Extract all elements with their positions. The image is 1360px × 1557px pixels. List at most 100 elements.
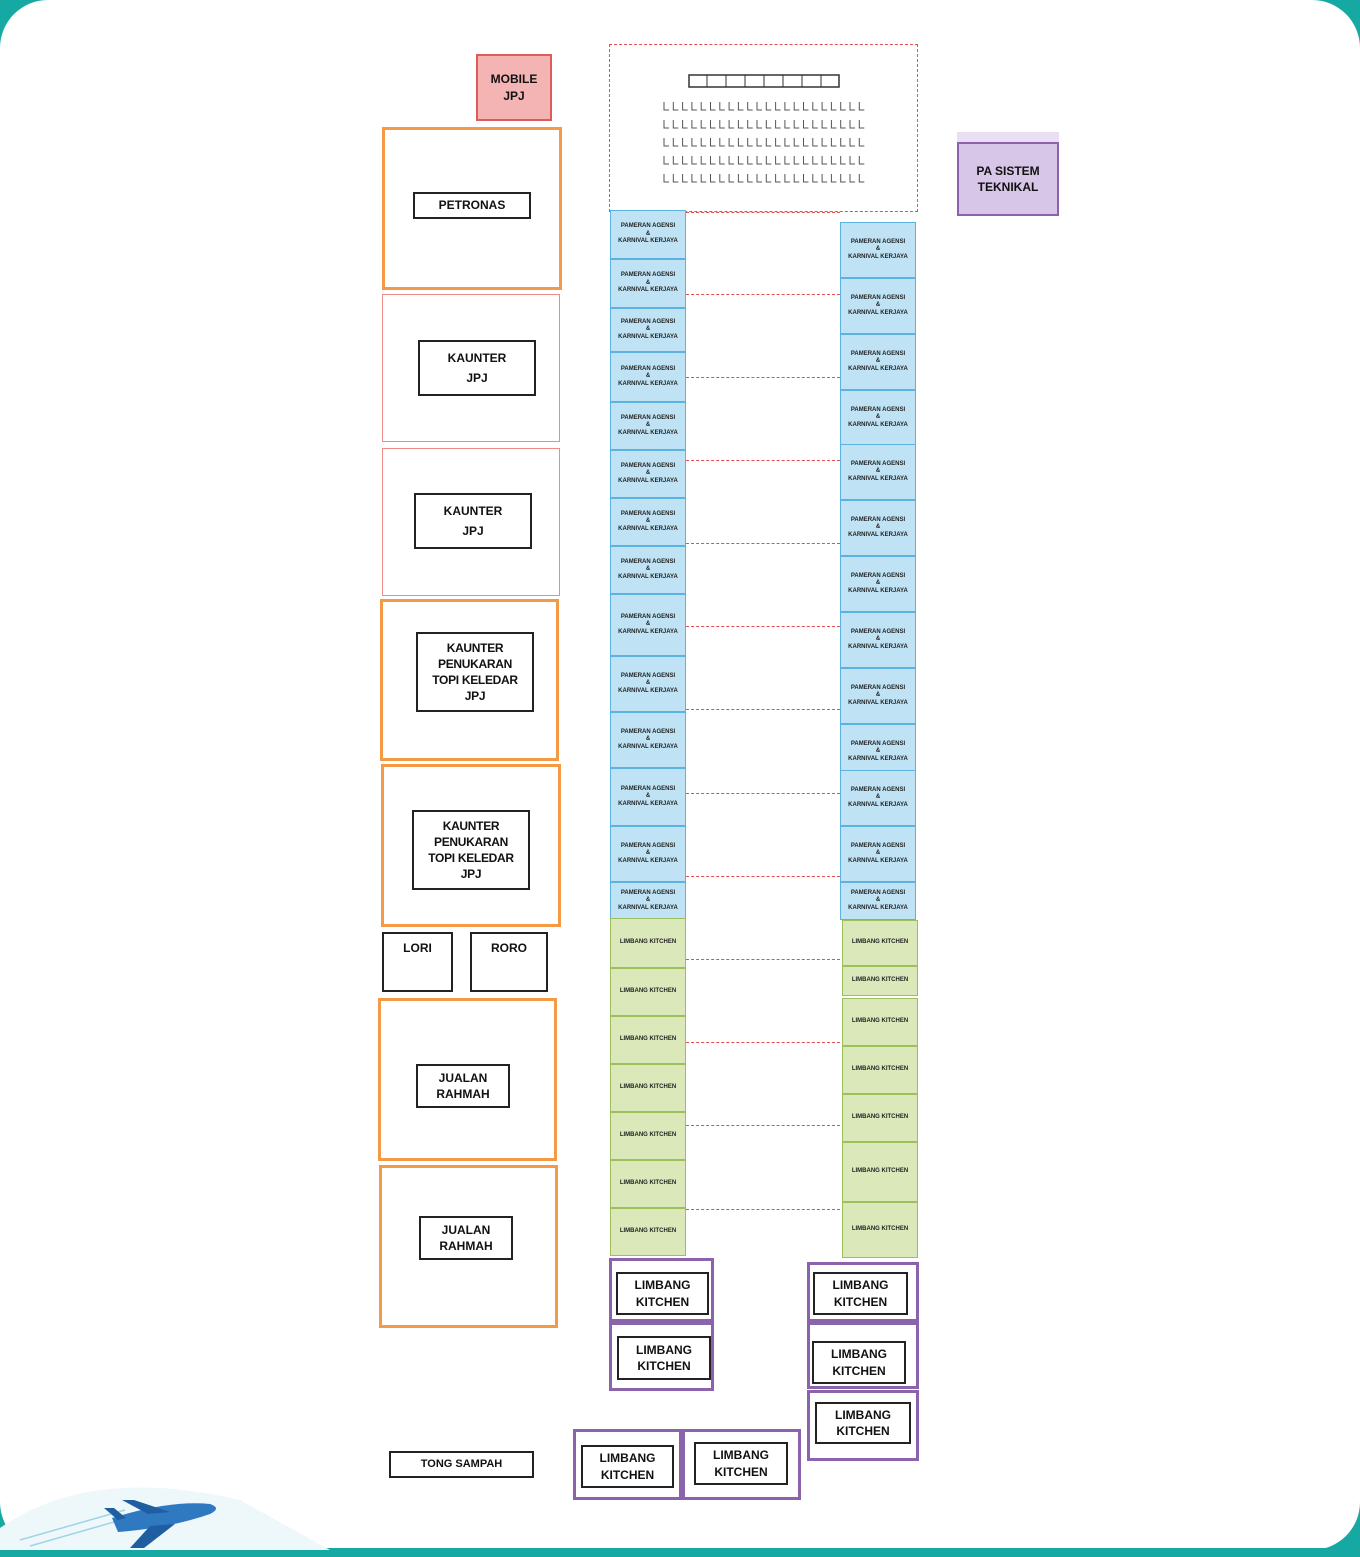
stall-kitchen-right: LIMBANG KITCHEN [842,920,918,966]
seat-mark [849,174,855,183]
stall-kitchen-right: LIMBANG KITCHEN [842,1142,918,1202]
seat-mark [765,138,772,147]
seat-mark [672,120,679,129]
seat-mark [858,120,865,129]
seat-mark [821,138,828,147]
stall-agensi-left: PAMERAN AGENSI & KARNIVAL KERJAYA [610,594,686,656]
seat-mark [728,120,735,129]
seat-mark [710,138,716,147]
seat-mark [672,174,679,183]
seat-mark [710,120,716,129]
seat-mark [710,102,716,111]
kitchen-zone-r3 [807,1390,919,1461]
seat-mark [682,120,688,129]
seat-mark [747,174,753,183]
seat-mark [803,174,809,183]
seat-mark [849,120,855,129]
connector-line [686,460,840,461]
kitchen-label-l2: LIMBANG KITCHEN [617,1336,711,1380]
stall-agensi-left: PAMERAN AGENSI & KARNIVAL KERJAYA [610,768,686,826]
seat-mark [672,138,679,147]
seat-mark [858,156,865,165]
seat-mark [793,174,800,183]
kitchen-zone-l2 [609,1322,714,1391]
seat-mark [849,102,855,111]
seat-mark [812,174,818,183]
kaunter-jpj-zone-1 [382,294,560,442]
seat-mark [756,120,762,129]
seat-mark [691,156,697,165]
seat-mark [858,138,865,147]
seat-mark [719,120,725,129]
seat-mark [840,138,846,147]
stall-kitchen-left: LIMBANG KITCHEN [610,1064,686,1112]
kitchen-zone-b1 [573,1429,682,1500]
seat-mark [663,156,669,165]
seat-mark [784,156,790,165]
stall-agensi-left: PAMERAN AGENSI & KARNIVAL KERJAYA [610,546,686,594]
kaunter-jpj-zone-2 [382,448,560,596]
kaunter-jpj-label-2: KAUNTER JPJ [414,493,532,549]
seat-mark [700,174,707,183]
seat-mark [803,156,809,165]
seat-mark [793,102,800,111]
kitchen-label-b1: LIMBANG KITCHEN [581,1445,674,1488]
kitchen-zone-r1 [807,1262,919,1322]
connector-line [686,793,840,794]
kitchen-zone-b2 [682,1429,801,1500]
seat-mark [663,120,669,129]
seat-mark [691,102,697,111]
seat-mark [747,120,753,129]
seat-mark [747,156,753,165]
seat-mark [858,174,865,183]
seat-mark [793,138,800,147]
seat-mark [765,120,772,129]
pa-sistem-box: PA SISTEM TEKNIKAL [957,142,1059,216]
connector-line [686,626,840,627]
kitchen-label-b2: LIMBANG KITCHEN [694,1442,788,1485]
seat-mark [719,138,725,147]
jualan-rahmah-label-1: JUALAN RAHMAH [416,1064,510,1108]
seat-mark [765,102,772,111]
jualan-rahmah-zone-1 [378,998,557,1161]
seat-mark [728,138,735,147]
seat-mark [830,156,837,165]
stall-kitchen-left: LIMBANG KITCHEN [610,968,686,1016]
stall-kitchen-right: LIMBANG KITCHEN [842,1202,918,1258]
stall-kitchen-right: LIMBANG KITCHEN [842,998,918,1046]
stall-agensi-right: PAMERAN AGENSI & KARNIVAL KERJAYA [840,882,916,920]
seat-mark [775,138,781,147]
stall-agensi-left: PAMERAN AGENSI & KARNIVAL KERJAYA [610,352,686,402]
kitchen-label-r2: LIMBANG KITCHEN [812,1341,906,1384]
kitchen-label-r1: LIMBANG KITCHEN [813,1272,908,1315]
stall-agensi-left: PAMERAN AGENSI & KARNIVAL KERJAYA [610,882,686,920]
seat-mark [821,156,828,165]
connector-line [686,294,840,295]
seat-mark [672,102,679,111]
seat-mark [775,174,781,183]
mobile-jpj-box: MOBILE JPJ [476,54,552,121]
seat-mark [840,174,846,183]
seat-mark [663,138,669,147]
petronas-zone [382,127,562,290]
seat-mark [737,138,744,147]
seat-mark [849,138,855,147]
seat-mark [830,138,837,147]
pa-sistem-topbar [957,132,1059,142]
lori-box: LORI [382,932,453,992]
stall-agensi-right: PAMERAN AGENSI & KARNIVAL KERJAYA [840,222,916,278]
seating-icon [660,96,870,188]
seat-mark [858,102,865,111]
seat-mark [700,120,707,129]
roro-box: RORO [470,932,548,992]
kaunter-topi-label-1: KAUNTER PENUKARAN TOPI KELEDAR JPJ [416,632,534,712]
seat-mark [756,156,762,165]
seat-mark [747,102,753,111]
stall-agensi-left: PAMERAN AGENSI & KARNIVAL KERJAYA [610,656,686,712]
stage-icon [688,74,840,88]
seat-mark [812,102,818,111]
seat-mark [775,102,781,111]
stall-kitchen-left: LIMBANG KITCHEN [610,1160,686,1208]
connector-line [686,1042,840,1043]
kaunter-topi-label-2: KAUNTER PENUKARAN TOPI KELEDAR JPJ [412,810,530,890]
